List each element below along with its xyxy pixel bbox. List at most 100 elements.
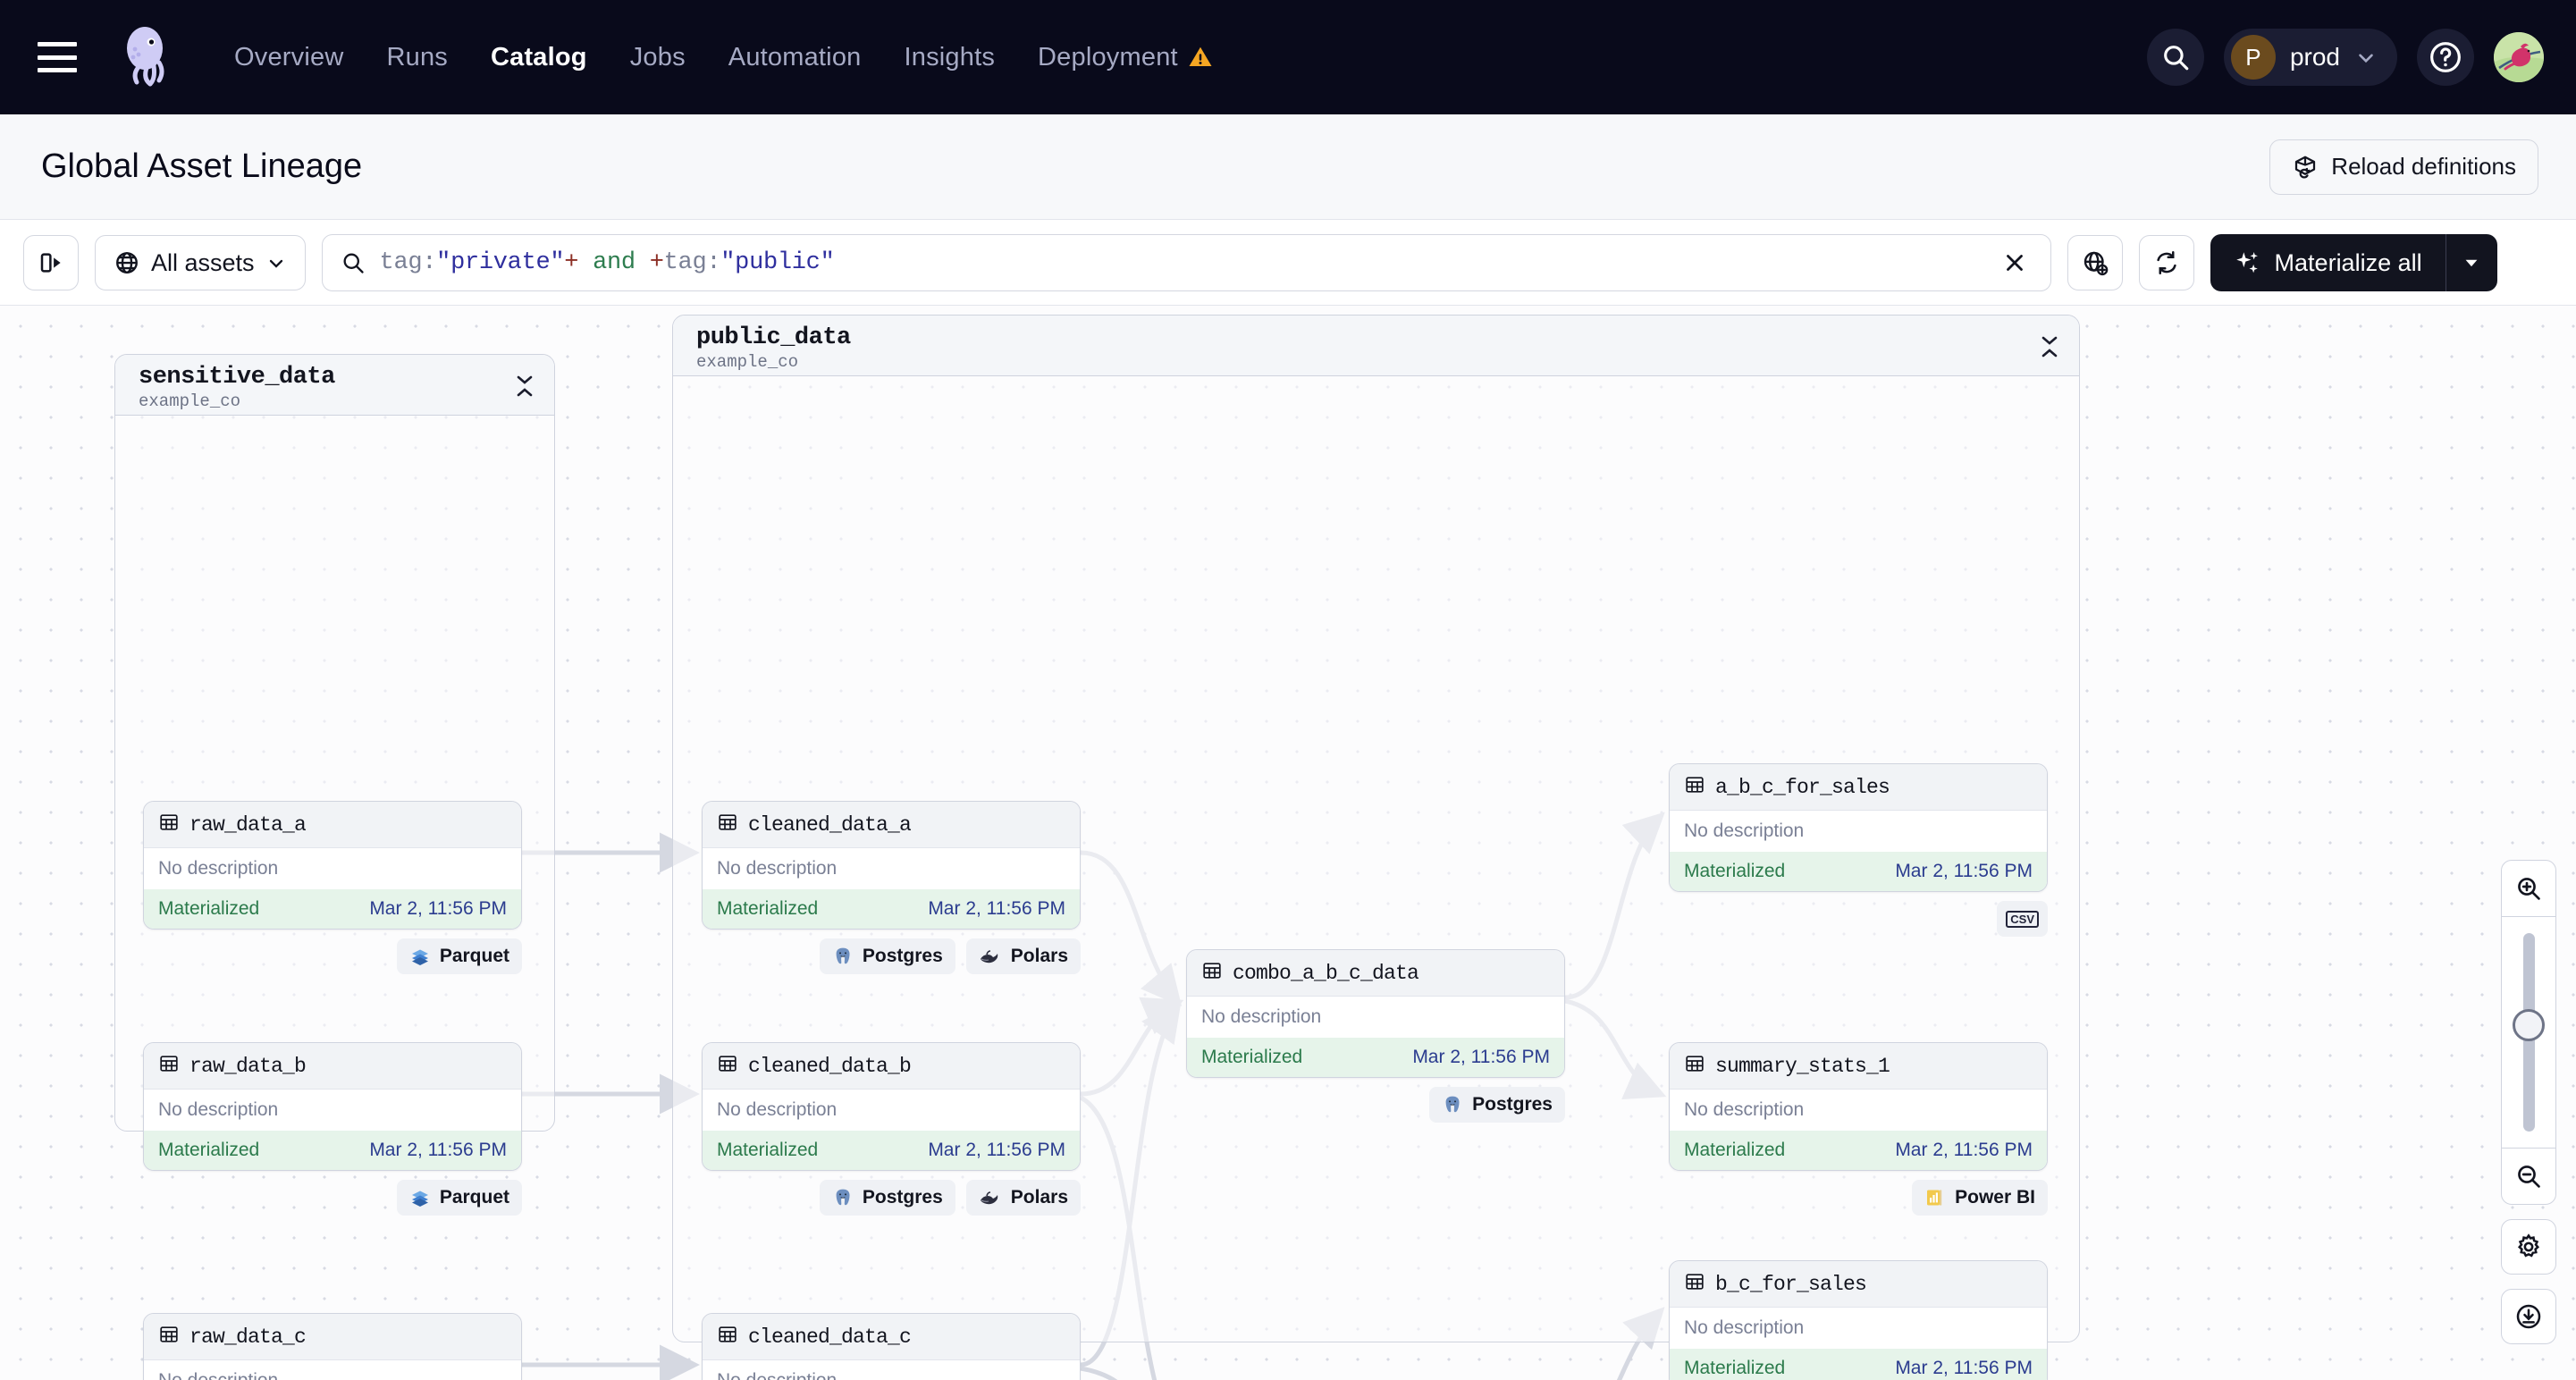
search-icon[interactable] bbox=[2146, 29, 2204, 86]
deployment-switcher[interactable]: P prod bbox=[2223, 29, 2397, 86]
tag-badge-postgres[interactable]: Postgres bbox=[819, 1180, 955, 1216]
materialize-all-label: Materialize all bbox=[2274, 248, 2422, 276]
tag-badge-power-bi[interactable]: Power BI bbox=[1912, 1180, 2048, 1216]
tag-badge-polars[interactable]: Polars bbox=[965, 1180, 1081, 1216]
reload-definitions-button[interactable]: Reload definitions bbox=[2269, 139, 2538, 195]
asset-node-tags: Parquet bbox=[143, 938, 522, 974]
lineage-canvas[interactable]: sensitive_data example_co public_data ex… bbox=[0, 306, 2576, 1380]
csv-icon: CSV bbox=[2006, 910, 2039, 928]
sidebar-toggle-button[interactable] bbox=[23, 235, 79, 290]
asset-node-status-bar[interactable]: Materialized Mar 2, 11:56 PM bbox=[703, 1131, 1080, 1170]
materialize-all-main[interactable]: Materialize all bbox=[2210, 234, 2446, 291]
hamburger-icon[interactable] bbox=[38, 42, 77, 72]
tag-badge-label: Postgres bbox=[862, 1187, 943, 1208]
help-icon[interactable] bbox=[2417, 29, 2474, 86]
asset-node-raw_data_c[interactable]: raw_data_cNo descriptionMaterializedMar … bbox=[143, 1313, 522, 1380]
asset-node-header[interactable]: raw_data_c bbox=[144, 1314, 521, 1360]
asset-node-header[interactable]: b_c_for_sales bbox=[1670, 1261, 2047, 1308]
nav-link-catalog[interactable]: Catalog bbox=[490, 42, 587, 72]
all-assets-filter-button[interactable]: All assets bbox=[95, 235, 306, 290]
status-badge: Materialized bbox=[1684, 1140, 1786, 1160]
search-input[interactable]: tag:"private"+ and +tag:"public" bbox=[321, 234, 2051, 291]
nav-link-insights[interactable]: Insights bbox=[904, 42, 996, 72]
toolbar-right-cluster: Materialize all bbox=[2067, 234, 2497, 291]
materialize-all-dropdown[interactable] bbox=[2445, 234, 2497, 291]
panel-toggle-icon bbox=[40, 253, 61, 273]
tag-badge-parquet[interactable]: Parquet bbox=[396, 938, 522, 974]
canvas-settings-button[interactable] bbox=[2501, 1219, 2556, 1275]
asset-group-name: sensitive_data bbox=[139, 364, 335, 391]
tag-badge-parquet[interactable]: Parquet bbox=[396, 1180, 522, 1216]
table-icon bbox=[1684, 1053, 1705, 1079]
materialize-all-button[interactable]: Materialize all bbox=[2210, 234, 2497, 291]
asset-node-tags: Postgres bbox=[1186, 1087, 1565, 1123]
asset-node-header[interactable]: a_b_c_for_sales bbox=[1670, 764, 2047, 811]
asset-group-subtitle: example_co bbox=[139, 391, 241, 411]
tag-badge-polars[interactable]: Polars bbox=[965, 938, 1081, 974]
zoom-slider[interactable] bbox=[2502, 916, 2555, 1149]
asset-node-title: a_b_c_for_sales bbox=[1715, 775, 1890, 799]
materialized-timestamp: Mar 2, 11:56 PM bbox=[928, 1140, 1065, 1160]
top-navigation-bar: Overview Runs Catalog Jobs Automation In… bbox=[0, 0, 2576, 114]
caret-down-icon bbox=[2465, 259, 2478, 267]
zoom-out-button[interactable] bbox=[2502, 1149, 2555, 1204]
asset-node-header[interactable]: cleaned_data_c bbox=[703, 1314, 1080, 1360]
asset-group-header[interactable]: sensitive_data example_co bbox=[115, 355, 554, 416]
asset-node-description: No description bbox=[717, 858, 838, 879]
refresh-button[interactable] bbox=[2138, 235, 2194, 290]
collapse-icon[interactable] bbox=[515, 374, 535, 398]
nav-link-overview[interactable]: Overview bbox=[234, 42, 344, 72]
collapse-icon[interactable] bbox=[2040, 335, 2059, 358]
nav-link-jobs[interactable]: Jobs bbox=[629, 42, 686, 72]
avatar[interactable] bbox=[2494, 32, 2544, 82]
tag-badge-postgres[interactable]: Postgres bbox=[819, 938, 955, 974]
asset-node-header[interactable]: combo_a_b_c_data bbox=[1187, 950, 1564, 997]
page-title: Global Asset Lineage bbox=[41, 147, 363, 185]
asset-node-header[interactable]: raw_data_a bbox=[144, 802, 521, 848]
nav-link-deployment[interactable]: Deployment bbox=[1038, 42, 1178, 72]
nav-link-automation[interactable]: Automation bbox=[728, 42, 862, 72]
tag-badge-csv[interactable]: CSV bbox=[1997, 901, 2048, 937]
nav-link-runs[interactable]: Runs bbox=[386, 42, 448, 72]
asset-node-description: No description bbox=[717, 1099, 838, 1120]
asset-node-tags: Parquet bbox=[143, 1180, 522, 1216]
asset-node-header[interactable]: cleaned_data_a bbox=[703, 802, 1080, 848]
powerbi-icon bbox=[1924, 1187, 1946, 1208]
zoom-out-icon bbox=[2518, 1165, 2540, 1188]
canvas-download-button[interactable] bbox=[2501, 1289, 2556, 1344]
zoom-slider-thumb[interactable] bbox=[2513, 1009, 2545, 1041]
asset-group-header[interactable]: public_data example_co bbox=[673, 316, 2079, 376]
zoom-in-button[interactable] bbox=[2502, 861, 2555, 916]
tag-badge-postgres[interactable]: Postgres bbox=[1429, 1087, 1565, 1123]
globe-plus-button[interactable] bbox=[2067, 235, 2123, 290]
asset-node-header[interactable]: summary_stats_1 bbox=[1670, 1043, 2047, 1090]
tag-badge-label: Postgres bbox=[862, 946, 943, 966]
clear-search-button[interactable] bbox=[1993, 241, 2036, 284]
status-badge: Materialized bbox=[717, 1140, 819, 1160]
asset-node-title: summary_stats_1 bbox=[1715, 1054, 1890, 1078]
postgres-icon bbox=[832, 946, 854, 967]
asset-node-header[interactable]: raw_data_b bbox=[144, 1043, 521, 1090]
asset-node-cleaned_data_c[interactable]: cleaned_data_cNo descriptionMaterialized… bbox=[702, 1313, 1081, 1380]
asset-node-header[interactable]: cleaned_data_b bbox=[703, 1043, 1080, 1090]
dagster-logo[interactable] bbox=[113, 23, 181, 91]
table-icon bbox=[158, 1324, 180, 1350]
asset-node-title: raw_data_c bbox=[189, 1325, 307, 1349]
asset-group-sensitive-data[interactable]: sensitive_data example_co bbox=[114, 354, 555, 1132]
asset-node-title: raw_data_b bbox=[189, 1054, 307, 1078]
